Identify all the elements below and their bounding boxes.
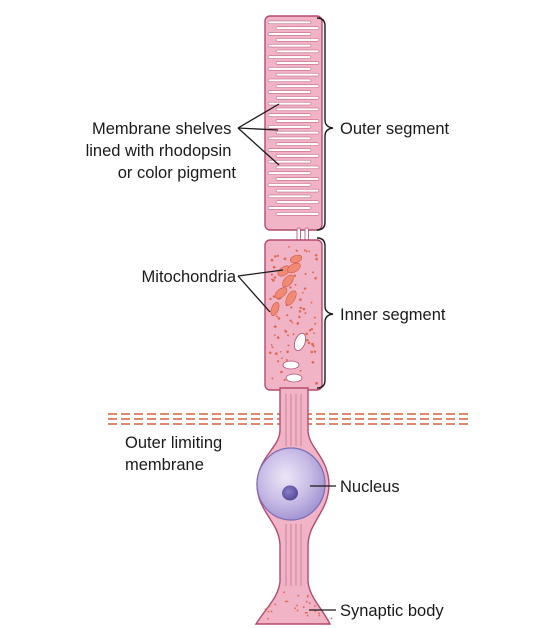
nucleus: [256, 447, 326, 521]
inner-segment-bracket: [316, 237, 334, 389]
mitochondria-label: Mitochondria: [142, 268, 237, 286]
membrane-shelves-label-line-3: or color pigment: [118, 164, 237, 182]
axon-fibers: [285, 394, 302, 586]
membrane-shelves-label-line-1: Membrane shelves: [92, 120, 231, 138]
inner-segment-label: Inner segment: [340, 306, 446, 324]
nucleus-label: Nucleus: [340, 478, 400, 496]
membrane-shelves-label: Membrane shelves lined with rhodopsin or…: [86, 120, 237, 182]
membrane-shelves: [267, 20, 320, 216]
outer-limiting-membrane-label-line-2: membrane: [125, 456, 204, 474]
membrane-shelves-label-line-2: lined with rhodopsin: [86, 142, 232, 160]
outer-segment-bracket: [316, 17, 334, 231]
leader-lines: [237, 103, 336, 611]
nucleolus: [282, 485, 298, 501]
vacuoles: [282, 332, 307, 383]
outer-limiting-membrane-label: Outer limiting membrane: [125, 434, 227, 474]
inner-segment-granules: [268, 246, 318, 385]
mitochondria: [270, 254, 303, 316]
synaptic-body-label: Synaptic body: [340, 602, 444, 620]
outer-segment-label: Outer segment: [340, 120, 450, 138]
outer-limiting-membrane-label-line-1: Outer limiting: [125, 434, 222, 452]
